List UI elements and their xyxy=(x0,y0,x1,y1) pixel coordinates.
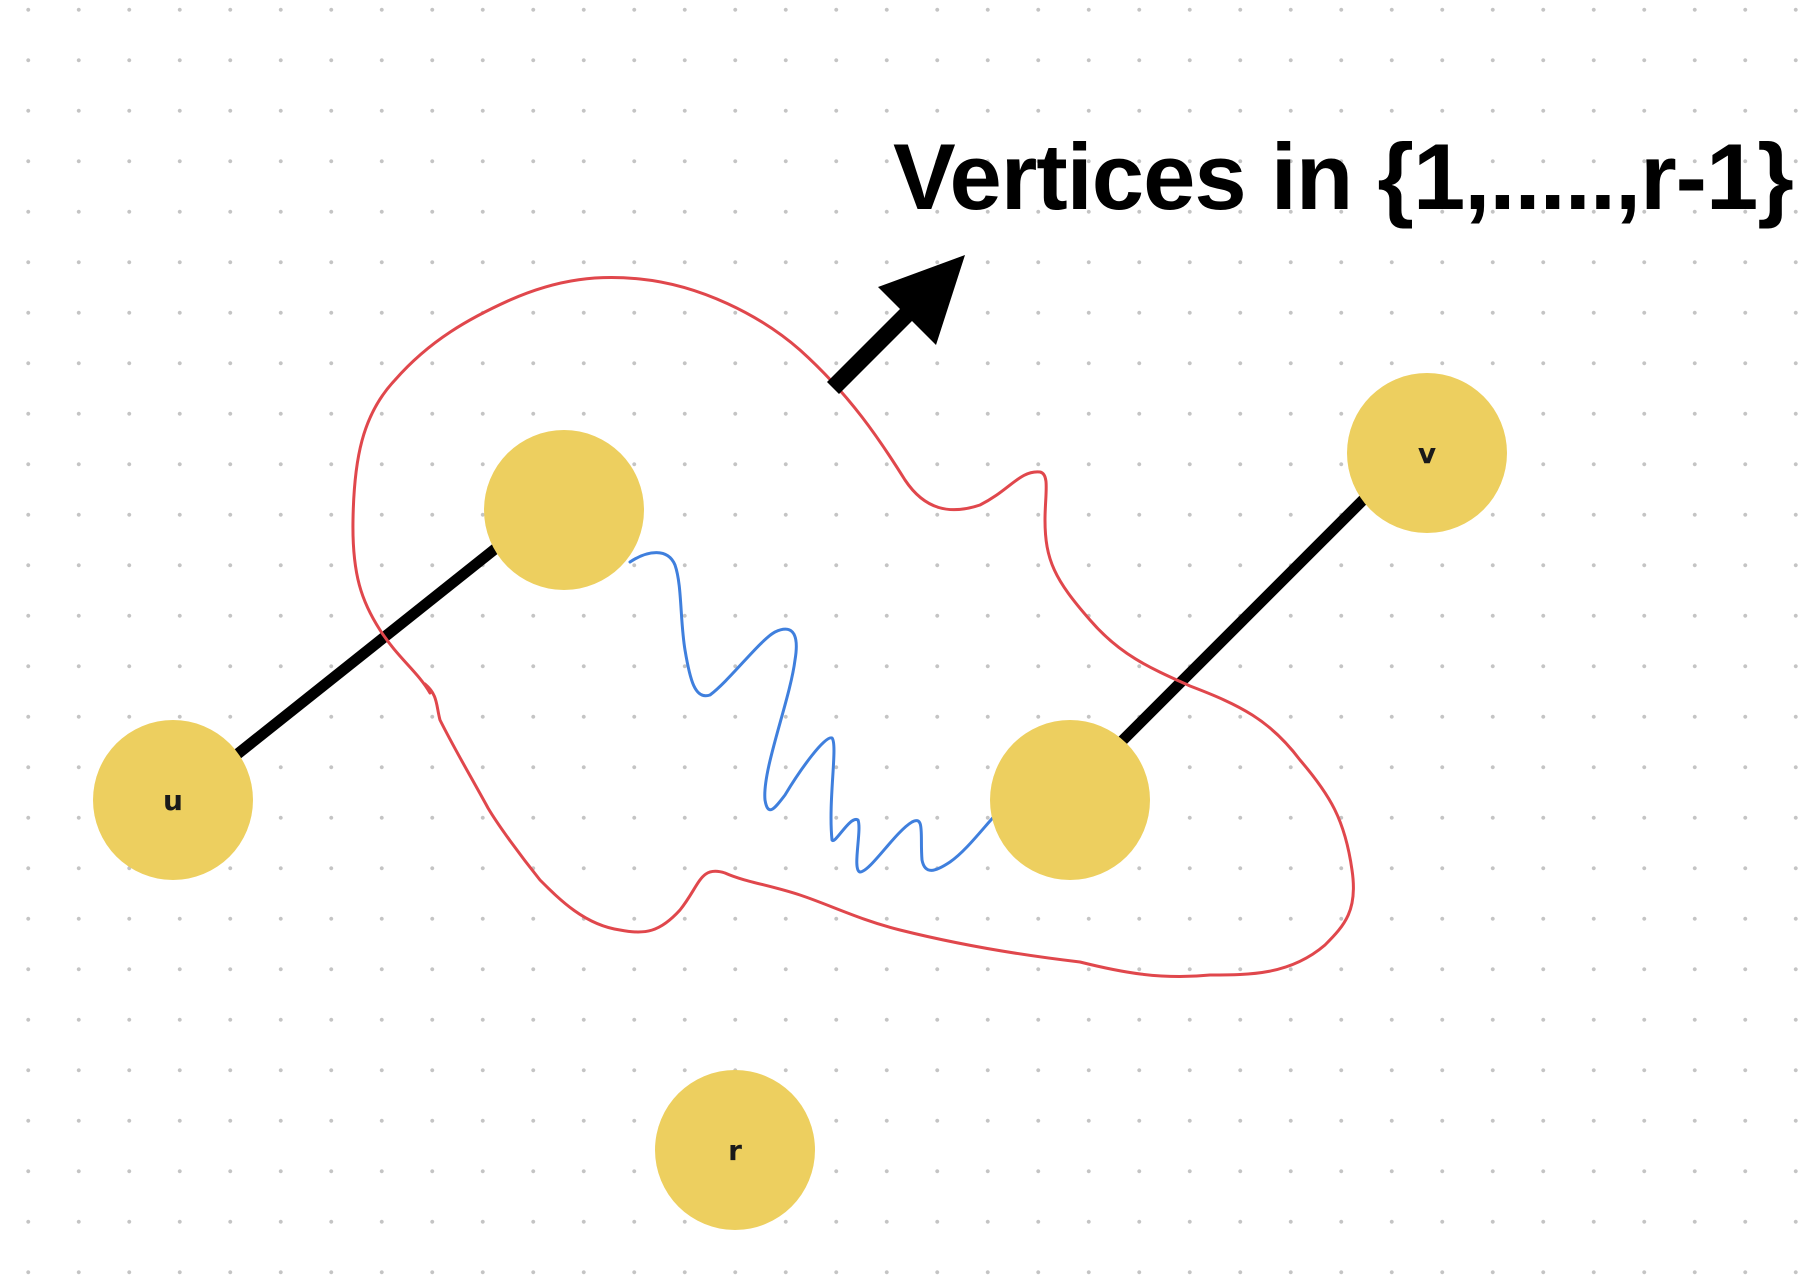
vertex-label-r: r xyxy=(728,1134,742,1167)
vertex-label-u: u xyxy=(163,784,183,817)
vertex-v[interactable]: v xyxy=(1347,373,1507,533)
vertex-r[interactable]: r xyxy=(655,1070,815,1230)
region-annotation: Vertices in {1,.....,r-1} xyxy=(893,124,1794,229)
edge-u-a xyxy=(226,540,504,765)
wiggly-path-a-b xyxy=(628,551,1012,874)
vertex-b[interactable] xyxy=(990,720,1150,880)
vertex-a[interactable] xyxy=(484,430,644,590)
annotation-arrow-head xyxy=(878,255,965,345)
annotation-arrow-shaft xyxy=(826,306,915,395)
vertex-u[interactable]: u xyxy=(93,720,253,880)
vertex-label-v: v xyxy=(1418,437,1436,470)
region-outline xyxy=(351,276,1355,978)
edge-b-v xyxy=(1114,489,1374,749)
